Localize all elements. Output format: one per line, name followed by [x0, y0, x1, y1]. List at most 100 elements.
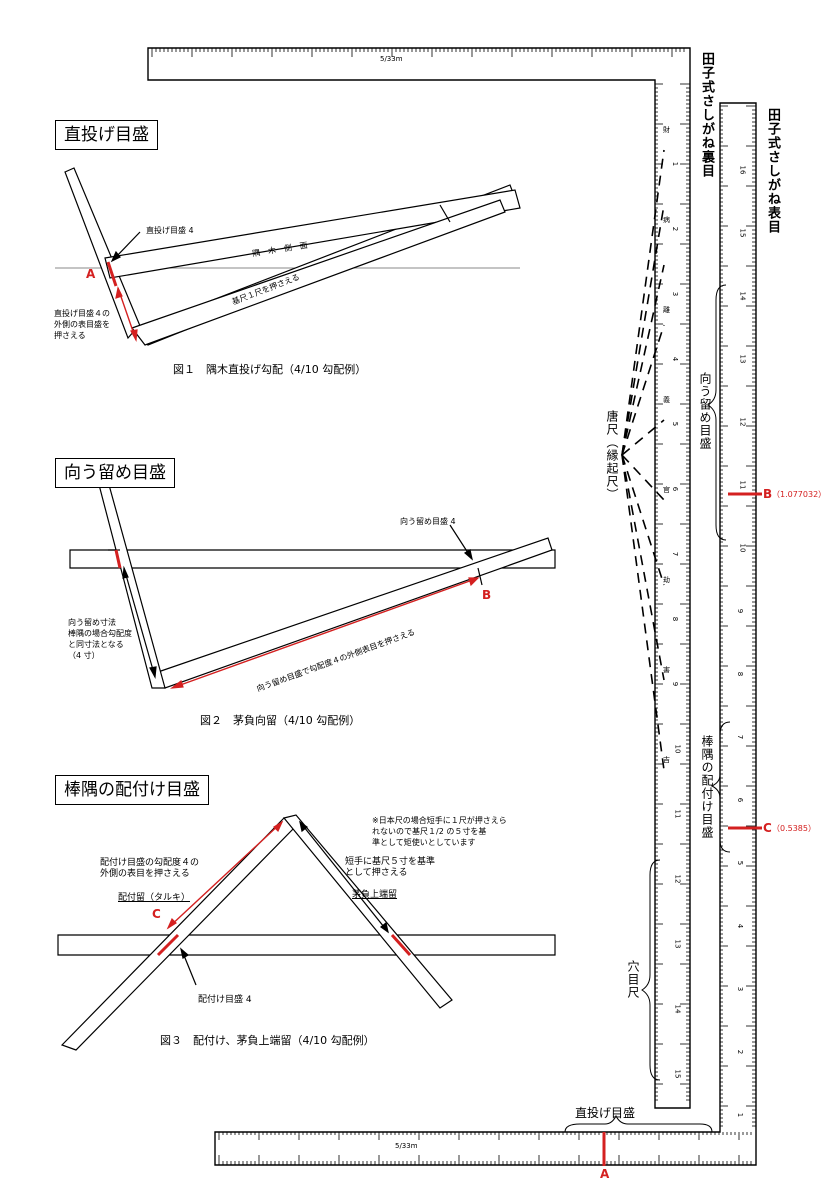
front-tick-number: 9	[736, 608, 745, 614]
square-front-drawing	[214, 102, 757, 1166]
fig3-label-kayaoi: 茅負上端留	[352, 890, 398, 900]
figure-3-drawing	[57, 814, 556, 1051]
back-square-title: 田子式さしがね裏目	[699, 52, 714, 178]
direct-label: 直投げ目盛	[575, 1106, 636, 1120]
anamejaku-label: 穴目尺	[626, 960, 640, 999]
square-back-drawing	[147, 47, 691, 1109]
fig3-left-arm	[60, 817, 297, 1051]
brace-anamejaku	[641, 859, 661, 1081]
back-tick-number: 10	[673, 744, 682, 754]
bosumi-label: 棒隅の配付け目盛	[700, 735, 714, 839]
karajaku-ray	[621, 324, 665, 456]
front-tick-number: 2	[736, 1049, 745, 1055]
front-tick-number: 8	[736, 671, 745, 677]
square-marker-c: C	[763, 821, 772, 835]
back-tick-number: 4	[671, 356, 680, 362]
back-tick-number: 9	[671, 681, 680, 687]
front-tick-number: 5	[736, 860, 745, 866]
karajaku-ray	[621, 454, 665, 586]
front-tick-number: 12	[738, 417, 747, 427]
back-tick-number: 6	[671, 486, 680, 492]
fig3-red-mark-left	[156, 933, 180, 957]
fig3-label-scale4: 配付け目盛 4	[198, 995, 252, 1005]
back-tick-number: 2	[671, 226, 680, 232]
back-tick-number: 7	[671, 551, 680, 557]
karajaku-ray	[621, 454, 665, 681]
fig3-note-jp: ※日本尺の場合短手に１尺が押さえら れないので基尺１/2 の５寸を基 準として矩…	[372, 816, 507, 847]
section2-heading: 向う留め目盛	[55, 458, 175, 488]
back-tick-number: 11	[673, 809, 682, 819]
section3-heading: 棒隅の配付け目盛	[55, 775, 209, 805]
brace-bosumi	[710, 721, 731, 853]
back-tick-number: 14	[673, 1004, 682, 1014]
fig2-red-arrow	[171, 577, 479, 689]
fig1-square-long-front	[131, 199, 506, 346]
front-tick-number: 15	[738, 228, 747, 238]
back-tick-number: 1	[671, 161, 680, 167]
fig1-label-scale4: 直投げ目盛 4	[146, 226, 194, 235]
front-tick-number: 1	[736, 1112, 745, 1118]
front-square-outline	[214, 102, 757, 1166]
karajaku-char: 義	[663, 396, 670, 404]
front-tick-number: 11	[738, 480, 747, 490]
fig3-label-kubari: 配付留（タルキ）	[118, 893, 191, 903]
karajaku-ray	[621, 204, 665, 456]
karajaku-char: 官	[663, 486, 670, 494]
fig1-caption: 図１ 隅木直投げ勾配（4/10 勾配例）	[173, 363, 367, 376]
fig3-label-press: 配付け目盛の勾配度４の 外側の表目を押さえる	[100, 858, 200, 879]
front-tick-number: 3	[736, 986, 745, 992]
fig3-label-short: 短手に基尺５寸を基準 として押さえる	[345, 857, 436, 878]
front-tick-number: 7	[736, 734, 745, 740]
karajaku-ray	[621, 264, 665, 456]
fig3-right-arm	[282, 814, 453, 1009]
back-tick-number: 8	[671, 616, 680, 622]
back-tick-number: 15	[673, 1069, 682, 1079]
back-tick-number: 12	[673, 874, 682, 884]
front-tick-number: 4	[736, 923, 745, 929]
front-tick-number: 6	[736, 797, 745, 803]
front-tick-number: 14	[738, 291, 747, 301]
karajaku-ray	[621, 454, 665, 501]
front-tick-number: 10	[738, 543, 747, 553]
karajaku-char: 劫	[663, 576, 670, 584]
karajaku-char: 離	[663, 306, 670, 314]
front-square-title: 田子式さしがね表目	[765, 108, 780, 234]
fig3-marker-c: C	[152, 907, 161, 921]
fig3-red-mark-right	[390, 933, 412, 957]
back-tick-number: 5	[671, 421, 680, 427]
back-tick-number: 3	[671, 291, 680, 297]
fig2-red-mark	[114, 549, 122, 569]
karajaku-ray	[621, 149, 665, 456]
karajaku-ray	[621, 454, 665, 771]
scale-label-bottom: 5/33m	[395, 1142, 418, 1150]
fig3-caption: 図３ 配付け、茅負上端留（4/10 勾配例）	[160, 1034, 375, 1047]
fig1-note-outer: 直投げ目盛４の 外側の表目盛を 押さえる	[54, 309, 110, 340]
square-value-c: （0.5385）	[772, 824, 816, 833]
karajaku-leader-lines	[621, 149, 665, 771]
front-tick-number: 13	[738, 354, 747, 364]
square-marker-b: B	[763, 487, 773, 501]
karajaku-char: 財	[663, 126, 670, 134]
fig2-label-scale4: 向う留め目盛 4	[400, 517, 456, 526]
square-marker-a: A	[600, 1167, 610, 1181]
front-tick-number: 16	[738, 165, 747, 175]
fig1-hip-rafter	[104, 189, 521, 279]
back-square-outline	[147, 47, 691, 1109]
karajaku-label: 唐尺（縁起尺）	[605, 410, 619, 501]
section1-heading: 直投げ目盛	[55, 120, 158, 150]
brace-direct	[564, 1114, 713, 1133]
fig1-red-mark	[106, 261, 118, 287]
fig3-beam	[57, 934, 556, 956]
figure-2-drawing	[69, 473, 556, 689]
karajaku-ray	[621, 419, 665, 456]
square-value-b: （1.077032）	[772, 490, 827, 499]
mukou-label: 向う留め目盛	[698, 372, 712, 450]
fig2-note-left: 向う留め寸法 棒隅の場合勾配度 と同寸法となる （4 寸）	[68, 618, 132, 660]
fig1-marker-a: A	[86, 267, 96, 281]
fig2-marker-b: B	[482, 588, 492, 602]
fig2-caption: 図２ 茅負向留（4/10 勾配例）	[200, 714, 361, 727]
karajaku-char: 吉	[663, 756, 670, 764]
figure-1-drawing	[55, 167, 521, 346]
fig3-red-arrow	[167, 821, 283, 929]
